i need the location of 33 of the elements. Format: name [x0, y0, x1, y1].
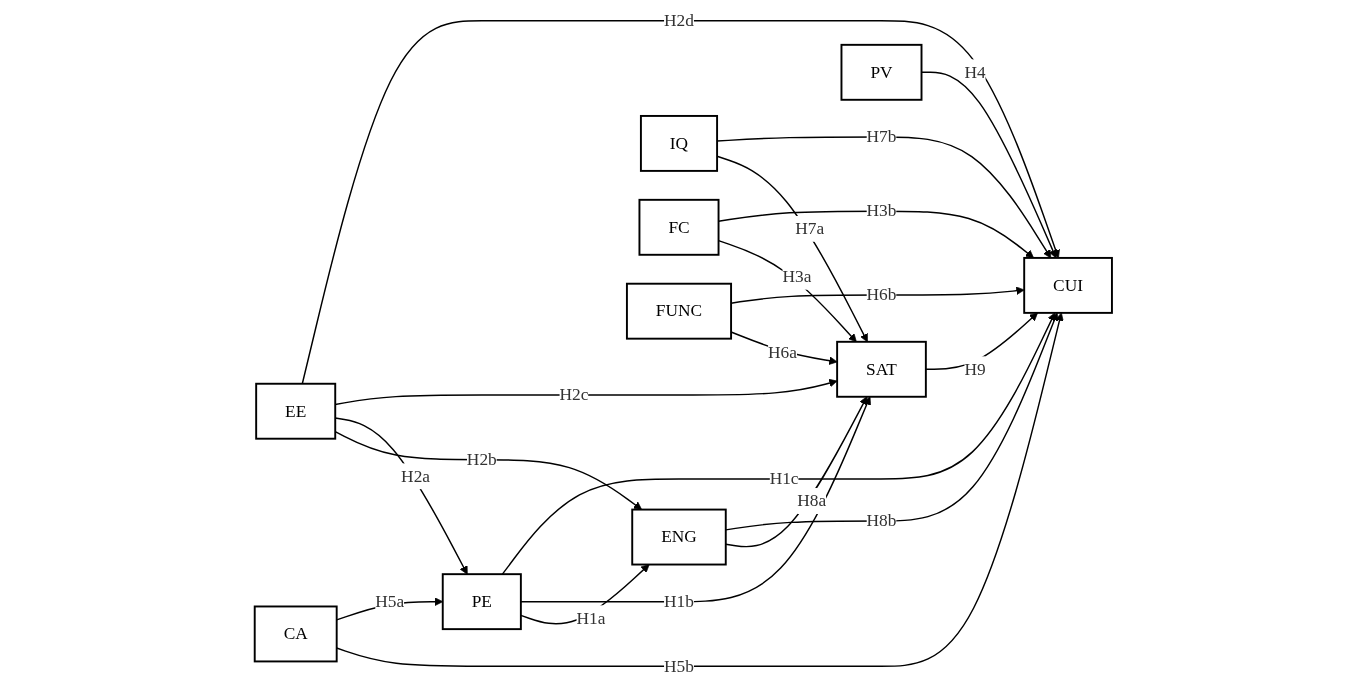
arrow: [718, 239, 857, 343]
node-box: IQ: [640, 114, 719, 172]
edge-label: H8b: [866, 510, 897, 531]
edge-label: H9: [964, 359, 986, 379]
arrow: [301, 20, 1061, 385]
node-box: FUNC: [626, 282, 733, 340]
node-box: EE: [255, 382, 337, 440]
edge-label: H4: [964, 62, 986, 82]
node-box: SAT: [836, 340, 927, 398]
node-box: PE: [441, 573, 522, 631]
edge-label: H6a: [768, 342, 798, 362]
edge-label: H3a: [782, 266, 812, 286]
edge-label: H2a: [401, 466, 431, 486]
node-box: ENG: [631, 508, 727, 566]
edge-label: H2c: [559, 384, 589, 405]
edge-label: H8a: [797, 490, 827, 511]
edge-label: H6b: [866, 284, 897, 305]
edge-label: H1b: [664, 591, 695, 611]
edge-label: H1c: [769, 468, 799, 489]
arrow: [718, 210, 1035, 259]
edge-label: H1a: [576, 608, 606, 628]
edge-label: H3b: [866, 201, 897, 221]
edge-label: H2b: [467, 449, 497, 469]
node-box: PV: [840, 43, 923, 101]
edge-label: H2d: [664, 10, 695, 30]
edge-label: H7a: [795, 218, 825, 239]
edge-label: H5a: [375, 591, 405, 611]
edge-label: H7b: [866, 126, 897, 147]
node-box: CUI: [1023, 256, 1114, 314]
node-box: FC: [638, 198, 720, 256]
arrow: [725, 396, 868, 548]
edge-label: H5b: [664, 656, 695, 676]
node-box: CA: [253, 605, 338, 663]
